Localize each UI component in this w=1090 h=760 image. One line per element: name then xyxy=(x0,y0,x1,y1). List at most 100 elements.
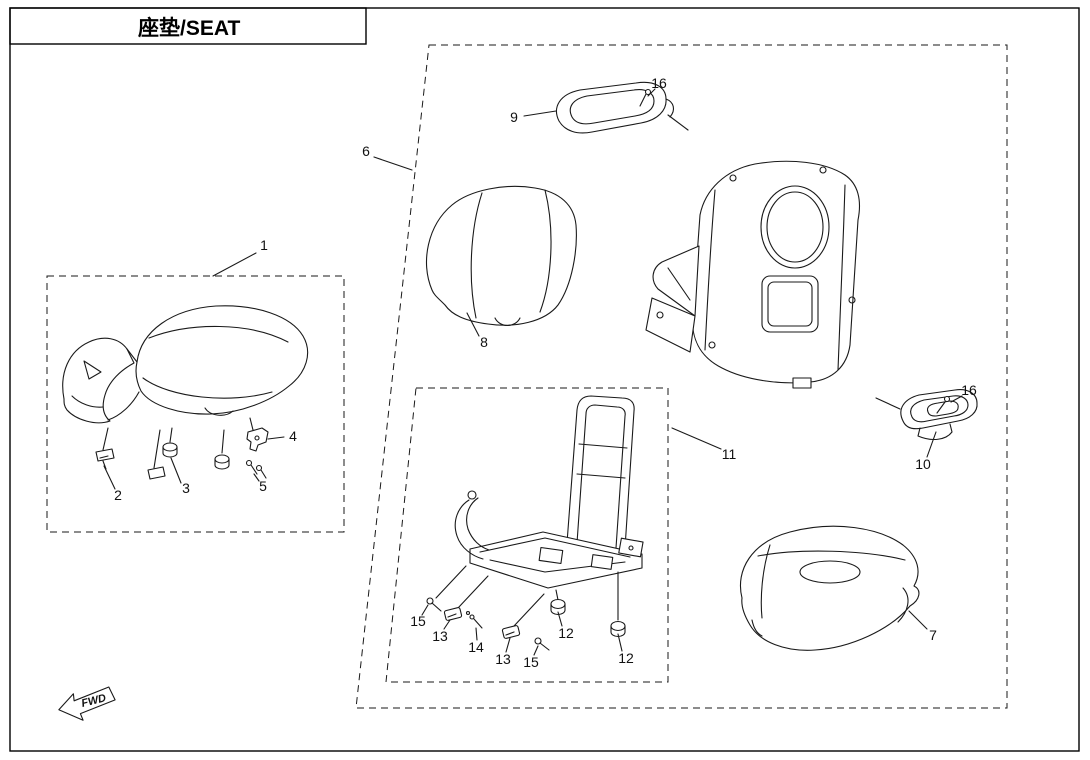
bolt-hole xyxy=(628,545,634,551)
detail-line xyxy=(99,455,109,459)
page-frame: 座垫/SEAT xyxy=(9,7,1080,752)
cross-brace xyxy=(578,443,628,449)
clip xyxy=(501,625,521,639)
nut xyxy=(550,603,566,616)
arrow-outline xyxy=(58,686,116,721)
dashed-region-6 xyxy=(355,44,1008,709)
detail-line xyxy=(917,423,953,441)
side-wing xyxy=(652,245,700,317)
bolt-hole xyxy=(708,341,716,349)
opening xyxy=(761,275,819,333)
title-box xyxy=(9,7,367,45)
frame-tube xyxy=(566,395,635,549)
detail-line xyxy=(204,407,234,416)
outer-border xyxy=(9,7,1080,752)
outline xyxy=(62,337,135,424)
detail-line xyxy=(513,593,545,627)
crease-line xyxy=(837,184,846,371)
bolt-hole xyxy=(254,435,260,441)
part-3-nuts xyxy=(147,442,230,480)
nut xyxy=(610,625,626,638)
screw-shaft xyxy=(639,93,647,107)
part-label-16a: 16 xyxy=(651,75,667,91)
part-14-screw xyxy=(465,610,483,629)
detail-line xyxy=(435,565,467,599)
leader-15a xyxy=(421,604,429,616)
detail-line xyxy=(667,267,691,301)
leader-2 xyxy=(103,465,116,490)
detail-line xyxy=(153,429,161,469)
detail-line xyxy=(665,98,675,118)
outline xyxy=(425,185,577,326)
part-label-4: 4 xyxy=(289,428,297,444)
part-label-2: 2 xyxy=(114,487,122,503)
leader-11 xyxy=(671,427,722,450)
nut xyxy=(550,598,566,610)
detail-line xyxy=(479,537,631,558)
screw-head xyxy=(644,88,652,96)
seam-line xyxy=(148,325,289,343)
part-label-1: 1 xyxy=(260,237,268,253)
opening xyxy=(760,185,830,269)
leader-15b xyxy=(533,645,539,656)
nut xyxy=(214,458,230,470)
part-12-nut-a xyxy=(550,598,566,616)
frame-tube xyxy=(466,497,490,551)
clip xyxy=(147,466,166,480)
screw-shaft xyxy=(936,401,946,414)
detail-line xyxy=(83,360,102,380)
part-seat xyxy=(62,305,308,424)
hinge-bracket xyxy=(590,554,614,570)
detail-line xyxy=(107,391,140,421)
part-label-6: 6 xyxy=(362,143,370,159)
screw-head xyxy=(426,597,434,605)
opening xyxy=(767,281,813,327)
washer xyxy=(465,610,471,616)
leader-5 xyxy=(253,473,260,482)
cross-brace xyxy=(576,473,626,479)
detail-line xyxy=(505,631,515,636)
mount-eye xyxy=(467,490,477,500)
leader-4 xyxy=(267,436,285,440)
detail-line xyxy=(569,89,655,125)
part-10-handle xyxy=(875,389,978,441)
detail-line xyxy=(457,575,489,609)
dashed-box-frame xyxy=(385,387,669,683)
screw-head xyxy=(534,637,542,645)
part-label-10: 10 xyxy=(915,456,931,472)
frame-tube xyxy=(454,499,484,560)
leader-6 xyxy=(373,156,413,171)
seam-line xyxy=(142,377,273,399)
outline xyxy=(900,389,978,430)
part-label-3: 3 xyxy=(182,480,190,496)
part-label-14: 14 xyxy=(468,639,484,655)
detail-line xyxy=(555,589,559,601)
leader-16a xyxy=(647,88,656,97)
nut xyxy=(162,446,178,458)
part-label-15a: 15 xyxy=(410,613,426,629)
frame-tube xyxy=(576,404,626,549)
leader-9 xyxy=(523,110,557,117)
leader-7 xyxy=(908,610,928,630)
outline xyxy=(95,448,115,462)
part-label-16b: 16 xyxy=(961,382,977,398)
leader-13b xyxy=(505,637,511,653)
detail-line xyxy=(221,429,225,454)
opening xyxy=(766,191,824,263)
part-label-7: 7 xyxy=(929,627,937,643)
seam-line xyxy=(470,192,483,319)
part-label-12b: 12 xyxy=(618,650,634,666)
nut xyxy=(610,620,626,632)
detail-line xyxy=(71,395,104,408)
bolt-hole xyxy=(729,174,737,182)
part-13-clip-a xyxy=(443,607,463,621)
nut xyxy=(214,454,230,464)
leader-13a xyxy=(443,619,451,630)
leader-12a xyxy=(557,611,563,627)
screw-head xyxy=(255,464,263,472)
tab xyxy=(792,377,812,389)
detail-line xyxy=(126,348,138,363)
screw-shaft xyxy=(260,469,267,479)
part-11-frame xyxy=(435,395,644,627)
nut xyxy=(162,442,178,452)
